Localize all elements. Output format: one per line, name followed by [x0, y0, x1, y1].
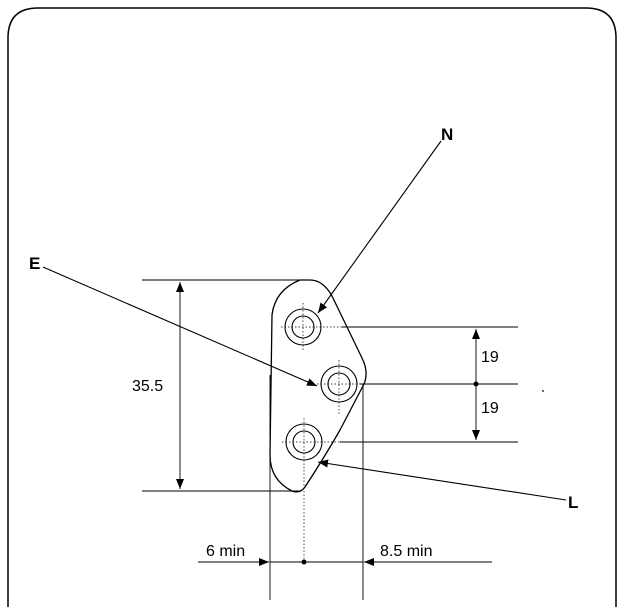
earth-label: E — [29, 254, 40, 273]
neutral-label: N — [441, 125, 453, 144]
neutral-leader — [317, 140, 442, 314]
height-label: 35.5 — [132, 378, 163, 395]
line-label: L — [568, 493, 578, 512]
pin-neutral — [281, 303, 342, 351]
plug-face-outline — [269, 279, 367, 493]
drawing-frame — [7, 7, 617, 607]
pin-earth — [317, 360, 360, 415]
pin-line — [282, 418, 340, 470]
line-leader — [317, 459, 567, 501]
pitch-lower-label: 19 — [481, 400, 499, 417]
earth-leader — [42, 266, 318, 387]
bottom-dim-dot — [301, 559, 307, 565]
left-min-label: 6 min — [206, 543, 245, 560]
pitch-dim-dot — [473, 381, 479, 387]
stray-mark — [542, 390, 544, 392]
right-min-label: 8.5 min — [380, 543, 432, 560]
pitch-upper-label: 19 — [481, 349, 499, 366]
